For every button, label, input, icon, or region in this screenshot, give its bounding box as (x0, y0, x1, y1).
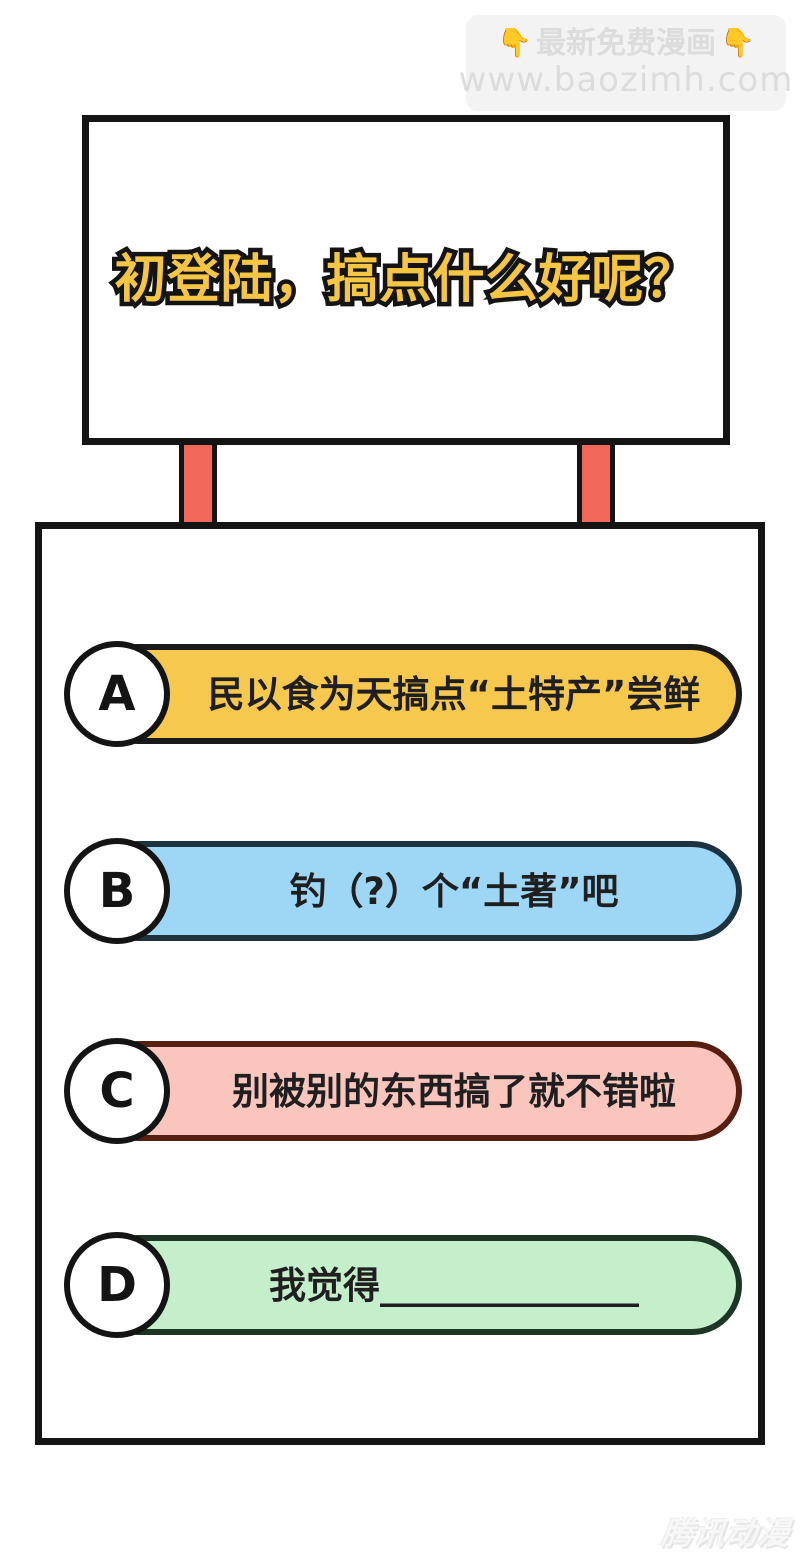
option-c-pill[interactable]: 别被别的东西搞了就不错啦 (88, 1041, 742, 1141)
option-d-text: 我觉得______________ (269, 1263, 639, 1307)
point-down-icon: 👇 (497, 25, 532, 59)
option-d-letter-badge: D (64, 1232, 170, 1338)
option-a-pill[interactable]: 民以食为天搞点“土特产”尝鲜 (88, 644, 742, 744)
question-sign-board: 初登陆，搞点什么好呢？ 初登陆，搞点什么好呢？ (82, 115, 730, 445)
option-a-text: 民以食为天搞点“土特产”尝鲜 (207, 672, 701, 716)
option-c-letter: C (99, 1063, 135, 1119)
option-b-letter: B (98, 863, 136, 919)
option-d-letter: D (97, 1257, 137, 1313)
option-b-letter-badge: B (64, 838, 170, 944)
option-a[interactable]: 民以食为天搞点“土特产”尝鲜 A (64, 641, 742, 747)
publisher-logo: 腾讯动漫 (659, 1516, 792, 1552)
option-c-text: 别被别的东西搞了就不错啦 (232, 1069, 676, 1113)
answer-options-box: 民以食为天搞点“土特产”尝鲜 A 钓（?）个“土著”吧 B 别被别的东西搞了就不… (35, 522, 765, 1445)
sign-post-right (577, 438, 615, 530)
option-a-letter: A (98, 666, 136, 722)
option-d-pill[interactable]: 我觉得______________ (88, 1235, 742, 1335)
sign-post-left (179, 438, 217, 530)
option-b[interactable]: 钓（?）个“土著”吧 B (64, 838, 742, 944)
watermark-url: www.baozimh.com (458, 59, 794, 100)
option-c[interactable]: 别被别的东西搞了就不错啦 C (64, 1038, 742, 1144)
option-a-letter-badge: A (64, 641, 170, 747)
watermark-slogan: 👇 最新免费漫画 👇 (497, 27, 755, 60)
site-watermark: 👇 最新免费漫画 👇 www.baozimh.com (459, 15, 792, 111)
question-title-text: 初登陆，搞点什么好呢？ (114, 249, 698, 310)
watermark-slogan-text: 最新免费漫画 (536, 25, 716, 61)
option-b-text: 钓（?）个“土著”吧 (289, 869, 619, 913)
option-d[interactable]: 我觉得______________ D (64, 1232, 742, 1338)
point-down-icon: 👇 (720, 25, 755, 59)
option-b-pill[interactable]: 钓（?）个“土著”吧 (88, 841, 742, 941)
question-title-outline: 初登陆，搞点什么好呢？ (110, 245, 701, 314)
option-c-letter-badge: C (64, 1038, 170, 1144)
question-title: 初登陆，搞点什么好呢？ 初登陆，搞点什么好呢？ (110, 245, 701, 314)
